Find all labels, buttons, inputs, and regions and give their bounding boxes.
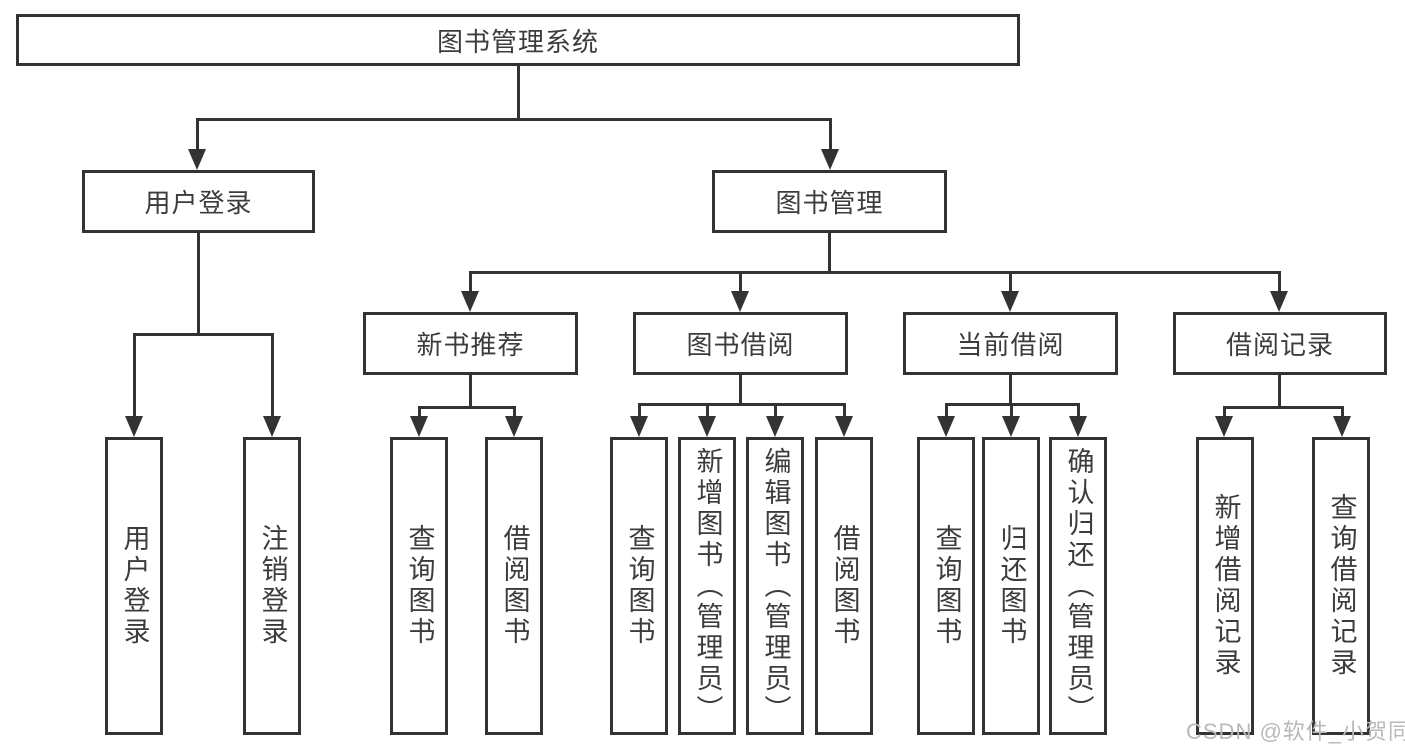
leaf-newbook-borrow-label: 借阅图书 — [499, 524, 530, 648]
leaf-current-return: 归还图书 — [982, 437, 1040, 735]
leaf-record-query-label: 查询借阅记录 — [1326, 493, 1357, 679]
connector-line — [843, 403, 846, 417]
leaf-newbook-query: 查询图书 — [390, 437, 448, 735]
connector-line — [829, 118, 832, 151]
arrow-down-icon — [263, 416, 281, 437]
arrow-down-icon — [821, 149, 839, 170]
arrow-down-icon — [188, 149, 206, 170]
arrow-down-icon — [937, 416, 955, 437]
connector-line — [1009, 375, 1012, 406]
connector-line — [513, 406, 516, 417]
connector-line — [469, 375, 472, 409]
leaf-user-login-label: 用户登录 — [119, 524, 150, 648]
connector-line — [517, 66, 520, 120]
connector-line — [1223, 406, 1226, 417]
leaf-newbook-query-label: 查询图书 — [404, 524, 435, 648]
arrow-down-icon — [698, 416, 716, 437]
arrow-down-icon — [731, 291, 749, 312]
arrow-down-icon — [1215, 416, 1233, 437]
leaf-record-query: 查询借阅记录 — [1312, 437, 1370, 735]
connector-line — [1010, 403, 1013, 417]
connector-line — [133, 333, 274, 336]
connector-line — [196, 118, 199, 151]
connector-line — [706, 403, 709, 417]
leaf-current-confirm-label: 确认归还（管理员） — [1063, 446, 1094, 726]
connector-line — [945, 403, 948, 417]
leaf-logout-label: 注销登录 — [257, 524, 288, 648]
leaf-record-add: 新增借阅记录 — [1196, 437, 1254, 735]
arrow-down-icon — [1002, 416, 1020, 437]
connector-line — [1223, 406, 1344, 409]
connector-line — [469, 271, 472, 292]
connector-line — [638, 403, 846, 406]
connector-line — [774, 403, 777, 417]
connector-line — [1278, 271, 1281, 292]
leaf-borrow-lend: 借阅图书 — [815, 437, 873, 735]
leaf-current-return-label: 归还图书 — [996, 524, 1027, 648]
connector-line — [418, 406, 421, 417]
connector-line — [196, 118, 832, 121]
arrow-down-icon — [1270, 291, 1288, 312]
node-book-borrow: 图书借阅 — [633, 312, 848, 375]
leaf-borrow-edit: 编辑图书（管理员） — [746, 437, 804, 735]
leaf-user-login: 用户登录 — [105, 437, 163, 735]
leaf-borrow-query: 查询图书 — [610, 437, 668, 735]
arrow-down-icon — [766, 416, 784, 437]
arrow-down-icon — [505, 416, 523, 437]
connector-line — [739, 271, 742, 292]
node-user-login: 用户登录 — [82, 170, 315, 233]
connector-line — [1077, 403, 1080, 417]
arrow-down-icon — [410, 416, 428, 437]
node-borrow-record: 借阅记录 — [1173, 312, 1387, 375]
connector-line — [418, 406, 516, 409]
arrow-down-icon — [1333, 416, 1351, 437]
arrow-down-icon — [1001, 291, 1019, 312]
leaf-record-add-label: 新增借阅记录 — [1210, 493, 1241, 679]
leaf-current-query: 查询图书 — [917, 437, 975, 735]
arrow-down-icon — [125, 416, 143, 437]
leaf-logout: 注销登录 — [243, 437, 301, 735]
connector-line — [739, 375, 742, 406]
connector-line — [133, 333, 136, 417]
arrow-down-icon — [630, 416, 648, 437]
leaf-current-confirm: 确认归还（管理员） — [1049, 437, 1107, 735]
leaf-borrow-add-label: 新增图书（管理员） — [692, 446, 723, 726]
connector-line — [638, 403, 641, 417]
leaf-borrow-lend-label: 借阅图书 — [829, 524, 860, 648]
leaf-borrow-add: 新增图书（管理员） — [678, 437, 736, 735]
arrow-down-icon — [1069, 416, 1087, 437]
connector-line — [1009, 271, 1012, 292]
connector-line — [828, 233, 831, 274]
leaf-borrow-query-label: 查询图书 — [624, 524, 655, 648]
connector-line — [1341, 406, 1344, 417]
node-book-management: 图书管理 — [712, 170, 947, 233]
watermark: CSDN @软件_小贺同学 — [1186, 719, 1405, 744]
node-new-book-recommend: 新书推荐 — [363, 312, 578, 375]
node-current-borrow: 当前借阅 — [903, 312, 1118, 375]
leaf-borrow-edit-label: 编辑图书（管理员） — [760, 446, 791, 726]
connector-line — [469, 271, 1281, 274]
connector-line — [271, 333, 274, 417]
connector-line — [1278, 375, 1281, 409]
node-root: 图书管理系统 — [16, 14, 1020, 66]
leaf-current-query-label: 查询图书 — [931, 524, 962, 648]
leaf-newbook-borrow: 借阅图书 — [485, 437, 543, 735]
arrow-down-icon — [461, 291, 479, 312]
connector-line — [197, 233, 200, 336]
arrow-down-icon — [835, 416, 853, 437]
